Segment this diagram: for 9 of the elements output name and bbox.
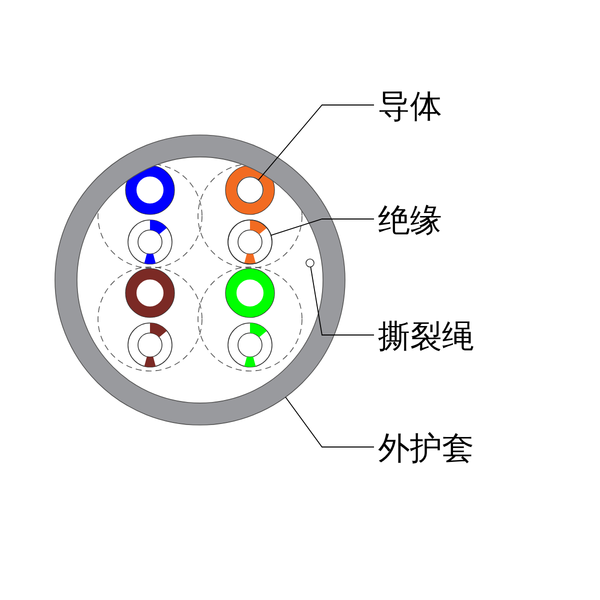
part-label: 绝缘 bbox=[378, 202, 442, 238]
leader-line bbox=[270, 218, 374, 236]
part-label: 撕裂绳 bbox=[378, 318, 474, 354]
leader-line bbox=[310, 266, 374, 336]
part-label: 外护套 bbox=[378, 430, 474, 466]
leader-line bbox=[258, 104, 374, 181]
leader-line bbox=[285, 396, 374, 448]
part-label: 导体 bbox=[378, 88, 442, 124]
outer-jacket-ring bbox=[54, 134, 346, 426]
